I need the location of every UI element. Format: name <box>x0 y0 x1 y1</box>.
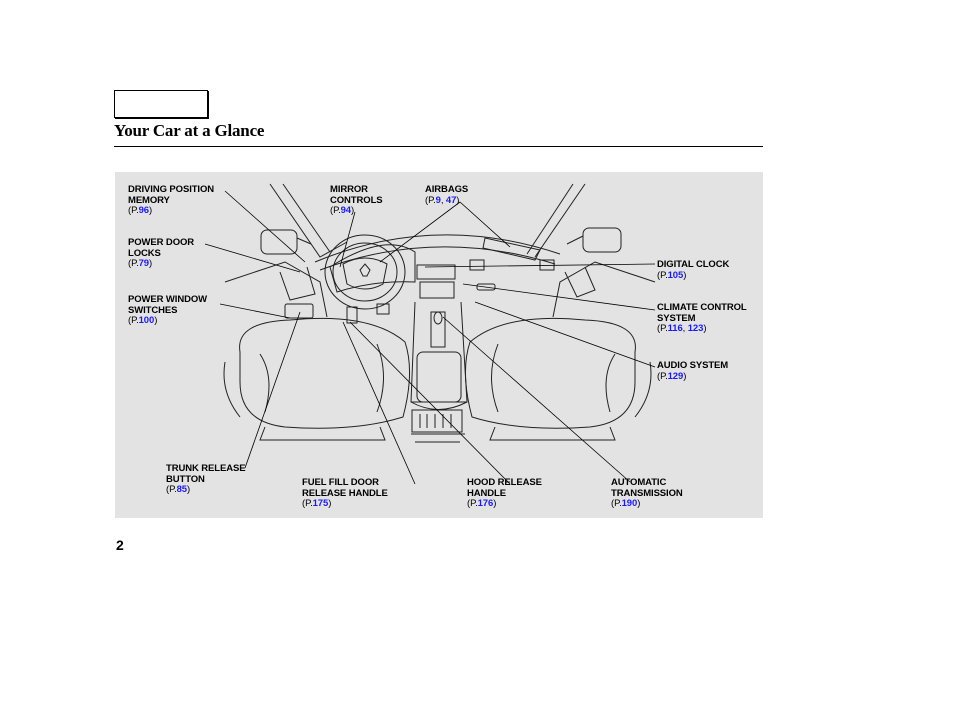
page-reference: (P.79) <box>128 258 194 270</box>
callout-hood-release-handle: HOOD RELEASE HANDLE (P.176) <box>467 477 542 510</box>
callout-audio-system: AUDIO SYSTEM (P.129) <box>657 360 729 383</box>
callout-label: RELEASE HANDLE <box>302 487 388 499</box>
ref-separator: , <box>682 323 688 335</box>
callout-label: POWER DOOR <box>128 237 195 248</box>
page-link-47[interactable]: 47 <box>445 194 457 206</box>
ref-suffix: ) <box>703 323 707 335</box>
ref-prefix: (P. <box>657 269 668 281</box>
page-reference: (P.116, 123) <box>657 323 747 335</box>
page-link-79[interactable]: 79 <box>138 258 149 270</box>
page-link-94[interactable]: 94 <box>340 205 351 217</box>
callout-power-door-locks: POWER DOOR LOCKS (P.79) <box>128 237 195 270</box>
ref-suffix: ) <box>637 498 641 510</box>
callout-mirror-controls: MIRROR CONTROLS (P.94) <box>330 184 383 217</box>
page-link-116[interactable]: 116 <box>667 323 683 335</box>
ref-suffix: ) <box>187 484 191 496</box>
page-reference: (P.129) <box>657 370 728 383</box>
callout-label: MEMORY <box>128 194 170 206</box>
page-link-176[interactable]: 176 <box>477 498 494 510</box>
page-reference: (P.190) <box>611 498 683 510</box>
page-title: Your Car at a Glance <box>114 121 265 140</box>
title-rule <box>114 146 763 147</box>
ref-suffix: ) <box>149 258 153 270</box>
page-link-105[interactable]: 105 <box>667 269 684 281</box>
callout-label: POWER WINDOW <box>128 294 208 305</box>
ref-suffix: ) <box>683 370 687 382</box>
ref-prefix: (P. <box>611 498 622 510</box>
page-reference: (P.176) <box>467 498 542 510</box>
page-reference: (P.175) <box>302 498 388 510</box>
page-link-123[interactable]: 123 <box>687 323 704 335</box>
page-link-85[interactable]: 85 <box>176 484 187 496</box>
callout-airbags: AIRBAGS (P.9, 47) <box>425 184 469 207</box>
callout-label: AIRBAGS <box>425 184 469 195</box>
page-link-129[interactable]: 129 <box>667 370 684 382</box>
ref-prefix: (P. <box>657 323 668 335</box>
page-link-9[interactable]: 9 <box>435 194 441 206</box>
callout-label: SWITCHES <box>128 304 178 316</box>
page-reference: (P.94) <box>330 205 383 217</box>
section-tab-box <box>114 90 208 118</box>
ref-separator: , <box>440 194 446 206</box>
callout-label: AUTOMATIC <box>611 477 667 488</box>
callout-climate-control-system: CLIMATE CONTROL SYSTEM (P.116, 123) <box>657 302 747 335</box>
car-interior-illustration <box>204 183 656 485</box>
callout-label: BUTTON <box>166 473 205 485</box>
ref-suffix: ) <box>683 269 687 281</box>
ref-prefix: (P. <box>467 498 478 510</box>
callout-label: AUDIO SYSTEM <box>657 360 729 371</box>
page-link-190[interactable]: 190 <box>621 498 638 510</box>
ref-prefix: (P. <box>425 194 436 206</box>
callout-label: HOOD RELEASE <box>467 477 542 488</box>
ref-prefix: (P. <box>166 484 177 496</box>
page-link-100[interactable]: 100 <box>138 315 155 327</box>
callout-power-window-switches: POWER WINDOW SWITCHES (P.100) <box>128 294 208 327</box>
ref-prefix: (P. <box>128 258 139 270</box>
page-reference: (P.96) <box>128 205 214 217</box>
ref-suffix: ) <box>154 315 158 327</box>
callout-label: HANDLE <box>467 487 506 499</box>
page-reference: (P.100) <box>128 315 207 327</box>
page-link-175[interactable]: 175 <box>312 498 329 510</box>
ref-prefix: (P. <box>128 315 139 327</box>
ref-suffix: ) <box>493 498 497 510</box>
callout-fuel-fill-door-release: FUEL FILL DOOR RELEASE HANDLE (P.175) <box>302 477 388 510</box>
callout-digital-clock: DIGITAL CLOCK (P.105) <box>657 259 730 282</box>
ref-suffix: ) <box>456 194 460 206</box>
ref-suffix: ) <box>149 205 153 217</box>
ref-prefix: (P. <box>128 205 139 217</box>
ref-prefix: (P. <box>657 370 668 382</box>
callout-label: TRANSMISSION <box>611 487 683 499</box>
callout-driving-position-memory: DRIVING POSITION MEMORY (P.96) <box>128 184 215 217</box>
ref-suffix: ) <box>328 498 332 510</box>
callout-label: FUEL FILL DOOR <box>302 477 379 488</box>
page-link-96[interactable]: 96 <box>138 205 149 217</box>
callout-label: TRUNK RELEASE <box>166 463 246 474</box>
callout-label: LOCKS <box>128 247 161 259</box>
page-number: 2 <box>116 537 124 553</box>
page-reference: (P.9, 47) <box>425 194 468 207</box>
callout-trunk-release-button: TRUNK RELEASE BUTTON (P.85) <box>166 463 246 496</box>
callout-label: CONTROLS <box>330 194 383 206</box>
ref-prefix: (P. <box>330 205 341 217</box>
car-interior-diagram-panel: DRIVING POSITION MEMORY (P.96) MIRROR CO… <box>115 172 763 518</box>
callout-label: CLIMATE CONTROL <box>657 302 747 313</box>
page-reference: (P.85) <box>166 484 245 496</box>
page-reference: (P.105) <box>657 269 729 282</box>
callout-label: DIGITAL CLOCK <box>657 259 730 270</box>
callout-automatic-transmission: AUTOMATIC TRANSMISSION (P.190) <box>611 477 683 510</box>
callout-label: SYSTEM <box>657 312 696 324</box>
ref-suffix: ) <box>351 205 355 217</box>
callout-label: MIRROR <box>330 184 368 195</box>
ref-prefix: (P. <box>302 498 313 510</box>
callout-label: DRIVING POSITION <box>128 184 215 195</box>
